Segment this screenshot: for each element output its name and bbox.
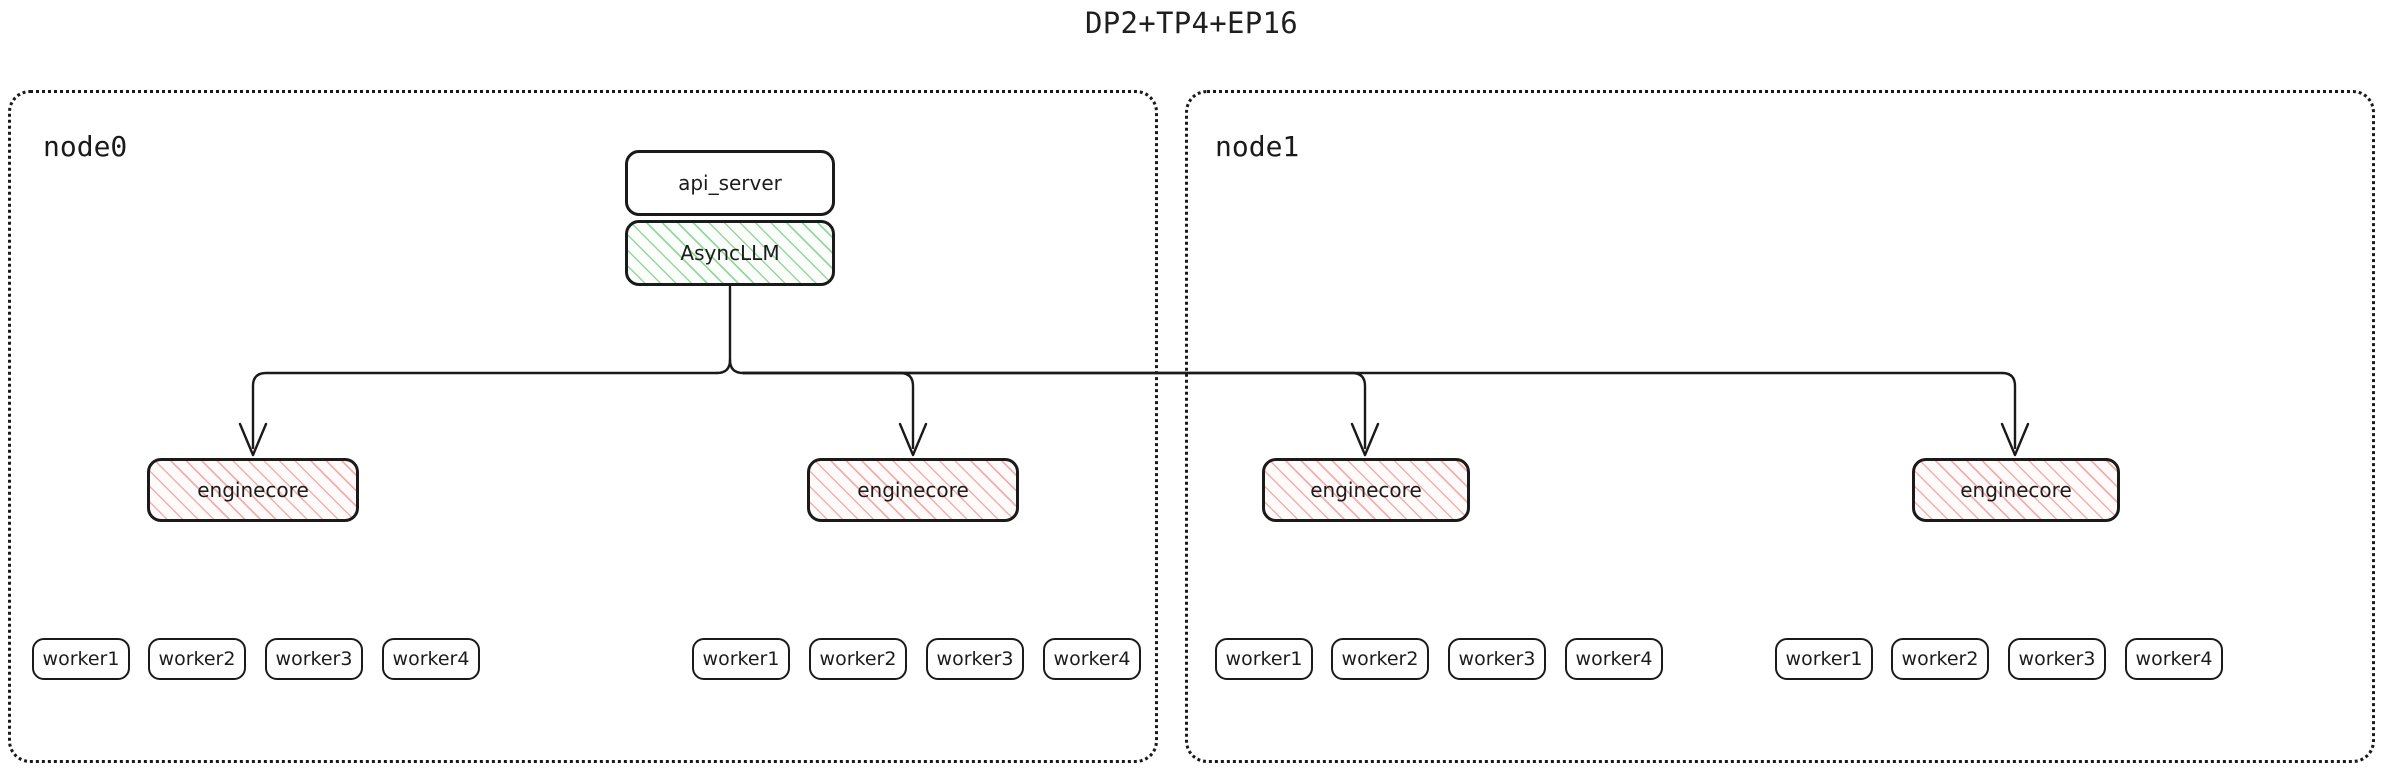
node-label-node0: node0 xyxy=(43,130,128,163)
worker-box-g2-w1[interactable]: worker2 xyxy=(1331,638,1429,680)
worker-box-g1-w3[interactable]: worker4 xyxy=(1043,638,1141,680)
worker-box-g3-w1[interactable]: worker2 xyxy=(1891,638,1989,680)
worker-box-g2-w0[interactable]: worker1 xyxy=(1215,638,1313,680)
worker-box-g2-w2[interactable]: worker3 xyxy=(1448,638,1546,680)
worker-box-g1-w1[interactable]: worker2 xyxy=(809,638,907,680)
worker-box-g3-w3[interactable]: worker4 xyxy=(2125,638,2223,680)
enginecore-box-3[interactable]: enginecore xyxy=(1912,458,2120,522)
worker-box-g1-w0[interactable]: worker1 xyxy=(692,638,790,680)
api-server-box[interactable]: api_server xyxy=(625,150,835,216)
page-title: DP2+TP4+EP16 xyxy=(1084,6,1299,40)
worker-box-g3-w2[interactable]: worker3 xyxy=(2008,638,2106,680)
enginecore-box-0[interactable]: enginecore xyxy=(147,458,359,522)
worker-box-g2-w3[interactable]: worker4 xyxy=(1565,638,1663,680)
async-llm-box[interactable]: AsyncLLM xyxy=(625,220,835,286)
enginecore-box-2[interactable]: enginecore xyxy=(1262,458,1470,522)
worker-box-g0-w1[interactable]: worker2 xyxy=(148,638,246,680)
worker-box-g0-w0[interactable]: worker1 xyxy=(32,638,130,680)
worker-box-g3-w0[interactable]: worker1 xyxy=(1775,638,1873,680)
worker-box-g0-w3[interactable]: worker4 xyxy=(382,638,480,680)
worker-box-g0-w2[interactable]: worker3 xyxy=(265,638,363,680)
worker-box-g1-w2[interactable]: worker3 xyxy=(926,638,1024,680)
node-label-node1: node1 xyxy=(1215,130,1300,163)
enginecore-box-1[interactable]: enginecore xyxy=(807,458,1019,522)
